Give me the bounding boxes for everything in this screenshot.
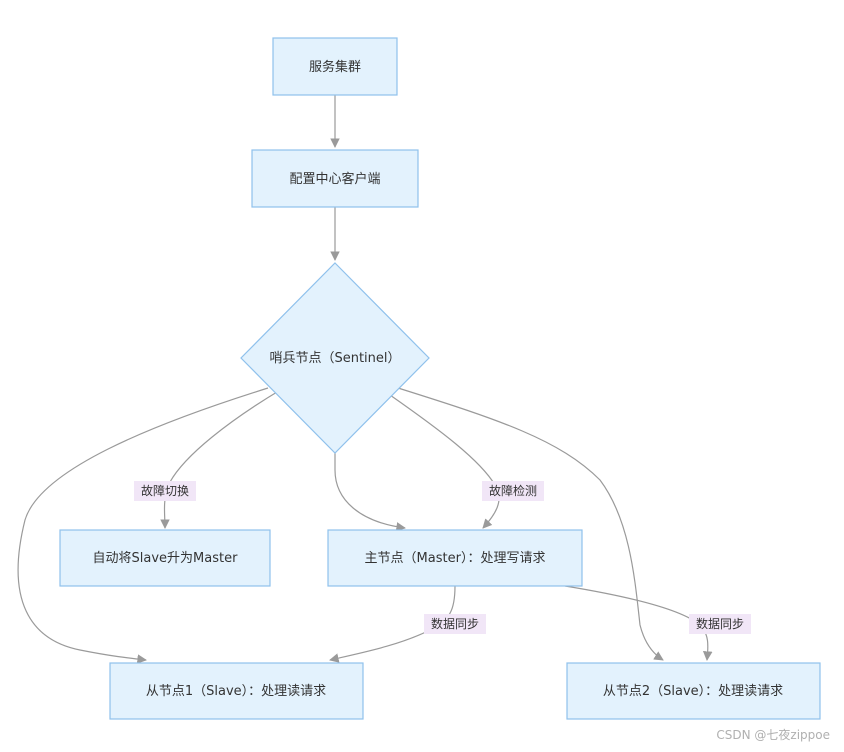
edge-label-bg <box>482 481 544 501</box>
node-cluster: 服务集群 <box>272 37 398 96</box>
node-promote-label: 自动将Slave升为Master <box>93 551 239 566</box>
node-slave1-label: 从节点1（Slave）：处理读请求 <box>146 684 326 699</box>
edge-labels: 故障切换 故障检测 数据同步 数据同步 <box>134 481 751 634</box>
edge-sentinel-to-master <box>334 452 406 532</box>
edge-label-bg <box>134 481 196 501</box>
edge-label-bg <box>424 614 486 634</box>
watermark: CSDN @七夜zippoe <box>716 728 830 742</box>
node-cluster-label: 服务集群 <box>309 59 361 75</box>
node-slave2: 从节点2（Slave）：处理读请求 <box>566 662 821 720</box>
edge-label-sync-1: 数据同步 <box>431 616 479 631</box>
node-master: 主节点（Master）：处理写请求 <box>327 529 583 587</box>
edge-label-fault-detect: 故障检测 <box>489 483 537 498</box>
node-master-label: 主节点（Master）：处理写请求 <box>365 551 546 566</box>
node-slave1: 从节点1（Slave）：处理读请求 <box>109 662 364 720</box>
edge-label-bg <box>689 614 751 634</box>
edge-label-sync-2: 数据同步 <box>696 616 744 631</box>
edge-sentinel-to-slave1 <box>17 387 269 664</box>
node-sentinel-label: 哨兵节点（Sentinel） <box>269 351 400 366</box>
edge-sentinel-to-promote <box>160 388 283 529</box>
node-config-client: 配置中心客户端 <box>251 149 419 208</box>
node-sentinel: 哨兵节点（Sentinel） <box>240 262 430 454</box>
node-slave2-label: 从节点2（Slave）：处理读请求 <box>603 684 783 699</box>
edge-sentinel-to-master-detect <box>389 394 500 529</box>
edge-sentinel-to-slave2 <box>397 387 664 661</box>
node-promote: 自动将Slave升为Master <box>59 529 271 587</box>
node-config-client-label: 配置中心客户端 <box>289 171 380 187</box>
edge-label-failover: 故障切换 <box>141 483 189 498</box>
